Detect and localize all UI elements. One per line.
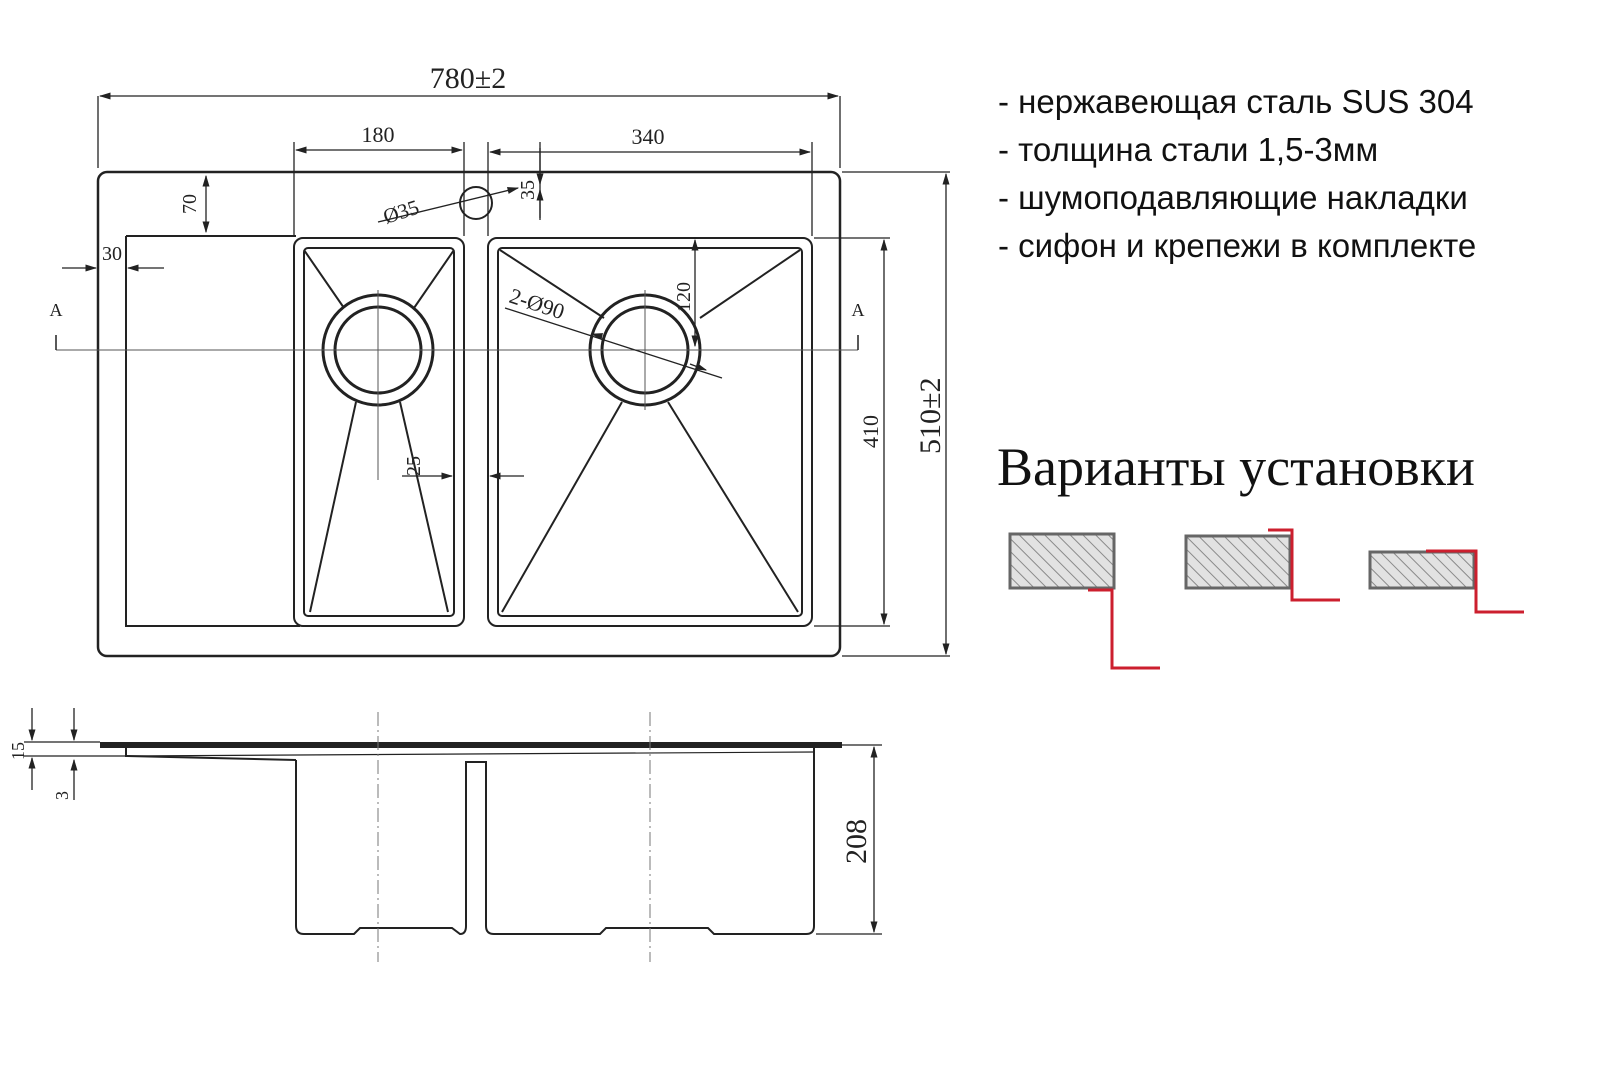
dim-right-bowl-width: 340 (632, 124, 665, 149)
dim-overall-width: 780±2 (430, 62, 506, 95)
sink-outer-rim (96, 170, 842, 658)
dim-rim-top: 70 (179, 194, 201, 214)
left-bowl-outer (293, 237, 465, 627)
section-mark-left: A (50, 300, 63, 320)
feature-item: - сифон и крепежи в комплекте (998, 227, 1477, 264)
install-variants (1008, 528, 1524, 670)
dim-flange-3: 3 (52, 791, 72, 800)
install-variant-topmount (1368, 549, 1524, 614)
dim-faucet-offset: 35 (517, 180, 539, 200)
feature-list: - нержавеющая сталь SUS 304 - толщина ст… (998, 78, 1476, 270)
dim-overall-depth: 510±2 (914, 378, 947, 454)
sink-deck-inner (125, 235, 300, 627)
plan-dimension-lines (62, 92, 950, 657)
section-view (100, 712, 842, 962)
feature-item: - шумоподавляющие накладки (998, 179, 1468, 216)
install-variant-undermount (1008, 532, 1160, 670)
dim-rim-left: 30 (102, 243, 122, 265)
dim-bowl-depth-plan: 410 (858, 415, 883, 448)
dim-bowl-depth: 208 (840, 819, 873, 864)
right-bowl-outer (487, 237, 813, 627)
dim-left-bowl-width: 180 (362, 122, 395, 147)
install-title: Варианты установки (997, 437, 1475, 497)
feature-item: - нержавеющая сталь SUS 304 (998, 83, 1474, 120)
dim-faucet-hole: Ø35 (380, 195, 422, 229)
left-bowl-inner (303, 247, 455, 617)
feature-item: - толщина стали 1,5-3мм (998, 131, 1379, 168)
plan-view (55, 170, 859, 658)
faucet-hole (459, 186, 493, 220)
dim-drain-offset: 120 (673, 282, 695, 312)
section-mark-right: A (852, 300, 865, 320)
install-variant-flush (1184, 528, 1340, 602)
dim-flange-15: 15 (8, 742, 28, 760)
dim-divider: 25 (403, 456, 425, 476)
section-left-bowl (295, 748, 815, 936)
right-bowl-inner (497, 247, 803, 617)
section-dimension-lines (24, 708, 882, 935)
